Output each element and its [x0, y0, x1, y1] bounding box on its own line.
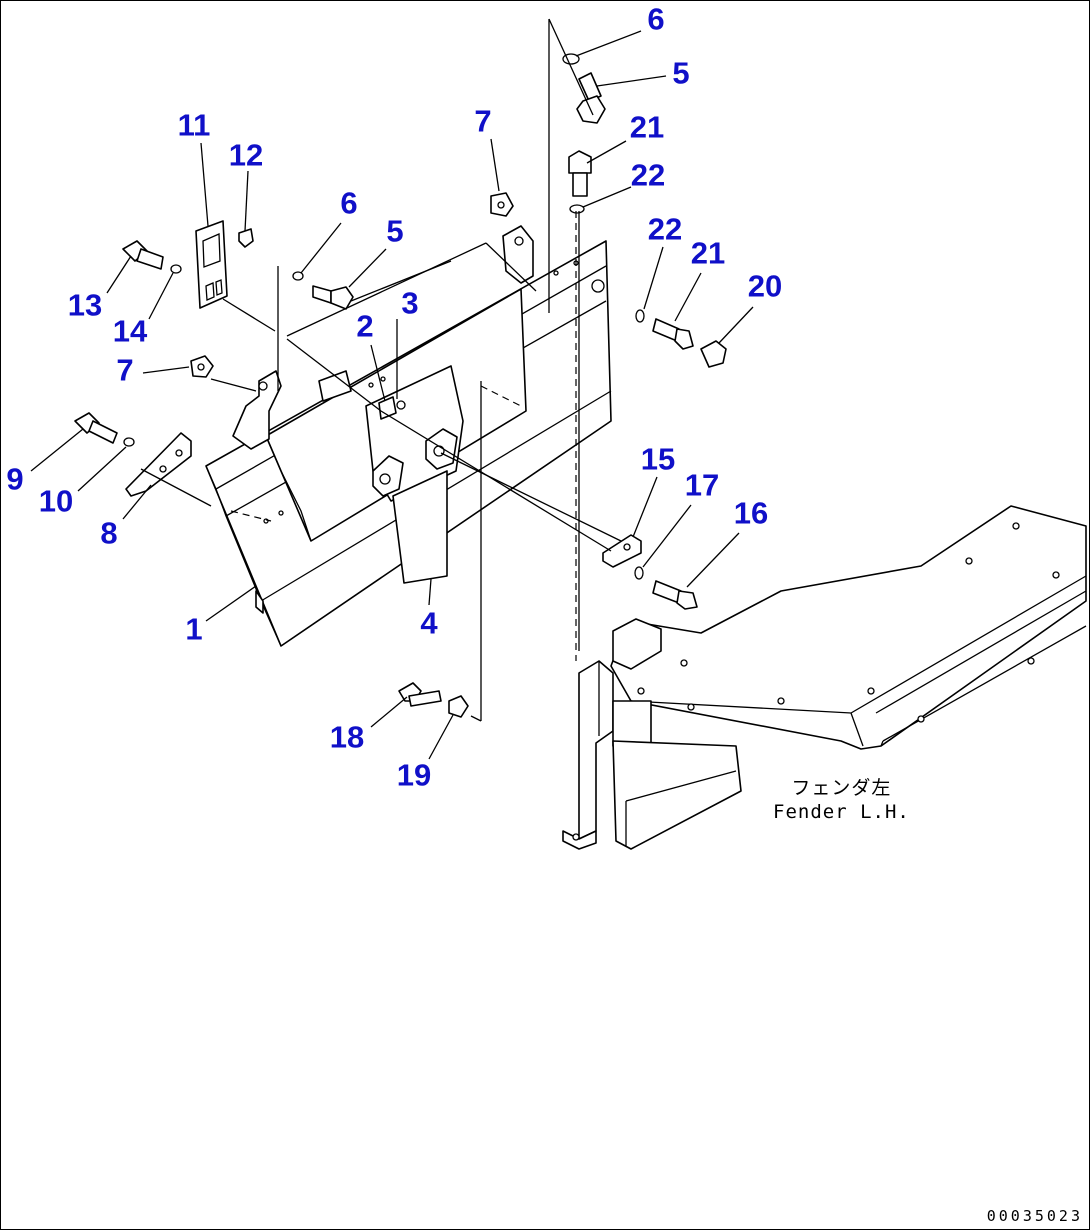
center-line: [485, 242, 537, 292]
callout-7: 7: [474, 103, 492, 139]
callout-7: 7: [116, 352, 134, 388]
center-line: [210, 378, 257, 392]
callout-1: 1: [185, 611, 203, 647]
callout-4: 4: [420, 605, 438, 641]
fender-label-japanese: フェンダ左: [791, 777, 892, 799]
callout-20: 20: [747, 268, 783, 304]
hidden-line: [480, 385, 522, 407]
center-line: [140, 468, 212, 507]
center-line: [286, 242, 487, 337]
bolt-5-left: [312, 285, 354, 310]
bolt-21-top: [568, 150, 592, 197]
callout-12: 12: [228, 137, 264, 173]
callout-3: 3: [401, 285, 419, 321]
callout-16: 16: [733, 495, 769, 531]
washer-10: [123, 437, 135, 447]
bolt-5-top: [576, 72, 606, 124]
callout-22: 22: [630, 157, 666, 193]
nut-19: [448, 695, 469, 718]
callout-14: 14: [112, 313, 148, 349]
bracket-15: [602, 534, 642, 568]
washer-17: [634, 566, 644, 580]
callout-10: 10: [38, 483, 74, 519]
label-plate-11: [195, 220, 228, 309]
washer-6-top: [562, 53, 580, 65]
leader-lines: [30, 30, 754, 760]
callout-13: 13: [67, 287, 103, 323]
washer-22-top: [569, 204, 585, 214]
rubber-4: [392, 470, 448, 584]
fender-label: フェンダ左 Fender L.H.: [773, 777, 910, 825]
washer-22-right: [635, 309, 645, 323]
hinge-bracket-right: [502, 225, 534, 284]
center-line: [380, 410, 612, 552]
callout-5: 5: [672, 55, 690, 91]
center-line: [222, 298, 276, 332]
washer-14: [170, 264, 182, 274]
hinge-bracket-left: [232, 370, 282, 450]
plate-3: [365, 365, 464, 502]
hidden-line: [230, 510, 272, 522]
callout-6: 6: [340, 185, 358, 221]
bolt-21-right: [652, 318, 694, 350]
callout-19: 19: [396, 757, 432, 793]
bolt-13: [122, 240, 164, 270]
fender-lh: [562, 505, 1087, 850]
bolt-9: [74, 412, 118, 444]
cap-12: [238, 228, 254, 248]
washer-6-left: [292, 271, 304, 281]
callout-11: 11: [177, 107, 211, 143]
callout-9: 9: [6, 461, 24, 497]
callout-5: 5: [386, 213, 404, 249]
center-line: [470, 715, 482, 722]
callout-21: 21: [690, 235, 726, 271]
callout-15: 15: [640, 441, 676, 477]
callout-21: 21: [629, 109, 665, 145]
callout-17: 17: [684, 467, 720, 503]
plate-8: [125, 432, 192, 497]
callout-8: 8: [100, 515, 118, 551]
callout-22: 22: [647, 211, 683, 247]
center-line: [548, 18, 594, 116]
drawing-code: 00035023: [986, 1207, 1083, 1225]
bolt-18: [398, 682, 442, 707]
center-line: [350, 260, 452, 302]
callout-18: 18: [329, 719, 365, 755]
fender-label-english: Fender L.H.: [773, 800, 910, 823]
bolt-16: [652, 580, 698, 610]
callout-2: 2: [356, 308, 374, 344]
callout-6: 6: [647, 1, 665, 37]
center-line: [440, 452, 622, 542]
cap-20: [700, 340, 727, 368]
center-line: [286, 338, 382, 412]
